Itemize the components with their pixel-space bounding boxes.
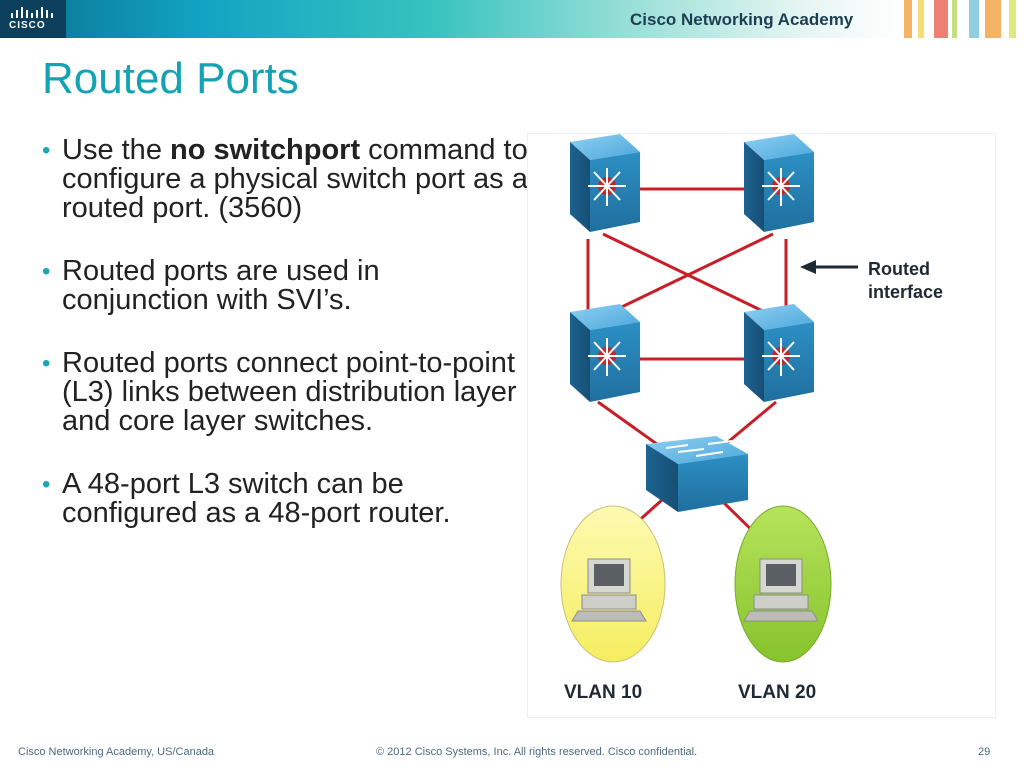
bullet-dot-icon: • [42,471,51,498]
bullet-item: • A 48-port L3 switch can be configured a… [38,470,528,528]
pc-icon [743,558,819,622]
l3-switch [570,134,640,232]
bullet-text: Use the [62,134,170,166]
vlan20-label: VLAN 20 [738,682,817,703]
callout-line-2: interface [868,282,944,302]
vlan10-label: VLAN 10 [564,682,643,703]
l2-switch [646,436,748,512]
decorative-stripes [900,0,1024,38]
bullet-dot-icon: • [42,137,51,164]
stripe [904,0,912,38]
cisco-logo-text: CISCO [9,20,46,31]
bullet-text: A 48-port L3 switch can be configured as… [62,468,451,529]
stripe [918,0,924,38]
cisco-bars-icon [11,7,53,18]
bullet-dot-icon: • [42,350,51,377]
stripe [969,0,979,38]
bullet-text-cont: command to configure a physical switch p… [62,134,528,224]
pc-icon [571,558,647,622]
bullet-text: Routed ports connect point-to-point (L3)… [62,347,517,437]
l3-switch [744,134,814,232]
routed-interface-callout: Routed interface [868,258,943,304]
academy-name: Cisco Networking Academy [630,10,854,29]
bullet-item: • Use the no switchport command to config… [38,136,528,223]
bullet-text: Routed ports are used in conjunction wit… [62,255,380,316]
bullet-item: • Routed ports connect point-to-point (L3… [38,349,528,436]
bullet-item: • Routed ports are used in conjunction wi… [38,257,528,315]
page-number: 29 [978,746,991,758]
header-banner: CISCO Cisco Networking Academy [0,0,1024,38]
slide-title: Routed Ports [42,54,299,103]
footer-left: Cisco Networking Academy, US/Canada [18,746,215,758]
stripe [952,0,957,38]
network-diagram: Routed interface VLAN 10 VLAN 20 [527,133,996,718]
bullet-list: • Use the no switchport command to config… [38,136,528,562]
footer-copyright: © 2012 Cisco Systems, Inc. All rights re… [376,746,698,758]
stripe [985,0,1001,38]
l3-switch [744,304,814,402]
bullet-dot-icon: • [42,258,51,285]
cisco-logo: CISCO [0,0,66,38]
stripe [934,0,948,38]
link-cross-2 [602,232,774,318]
l3-switch [570,304,640,402]
callout-arrow-icon [800,260,858,274]
callout-line-1: Routed [868,259,930,279]
stripe [1009,0,1016,38]
topology-svg [560,134,858,663]
bullet-bold-text: no switchport [170,134,361,166]
